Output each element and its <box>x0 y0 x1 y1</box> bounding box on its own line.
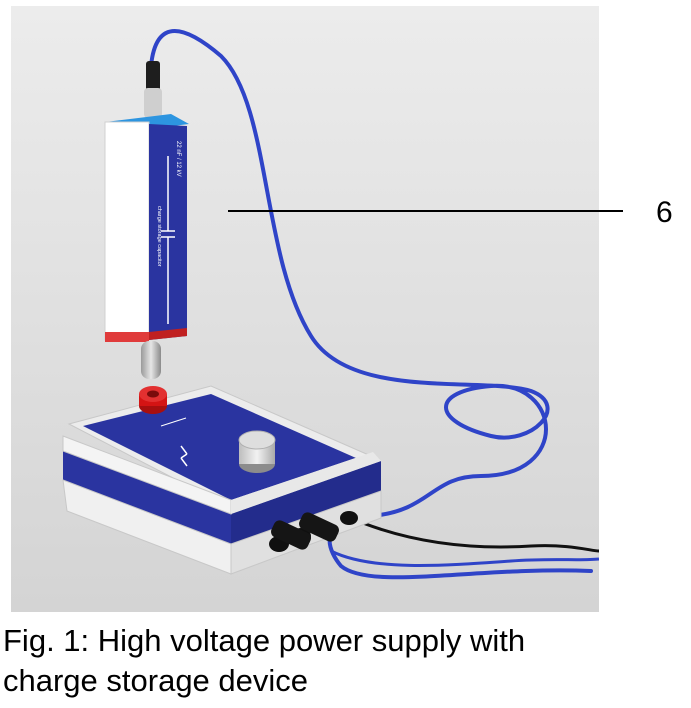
capacitor-label: charge storage capacitor <box>156 206 162 267</box>
blue-cable-lower <box>330 549 599 567</box>
blue-cable <box>149 29 593 580</box>
figure-photo: 22 nF / 12 kV charge storage capacitor <box>11 6 599 612</box>
apparatus-illustration: 22 nF / 12 kV charge storage capacitor <box>11 6 599 612</box>
callout-number: 6 <box>656 196 673 229</box>
callout-leader-line <box>228 210 623 212</box>
figure-caption: Fig. 1: High voltage power supply with c… <box>3 621 683 701</box>
black-cable <box>345 514 599 553</box>
caption-line-1: Fig. 1: High voltage power supply with <box>3 623 526 658</box>
plug-sleeve <box>144 88 162 118</box>
capacitor-rating: 22 nF / 12 kV <box>175 141 181 177</box>
high-voltage-power-supply <box>62 385 382 575</box>
charge-storage-capacitor: 22 nF / 12 kV charge storage capacitor <box>104 114 189 379</box>
caption-line-2: charge storage device <box>3 663 309 698</box>
cable-plug <box>146 61 160 91</box>
